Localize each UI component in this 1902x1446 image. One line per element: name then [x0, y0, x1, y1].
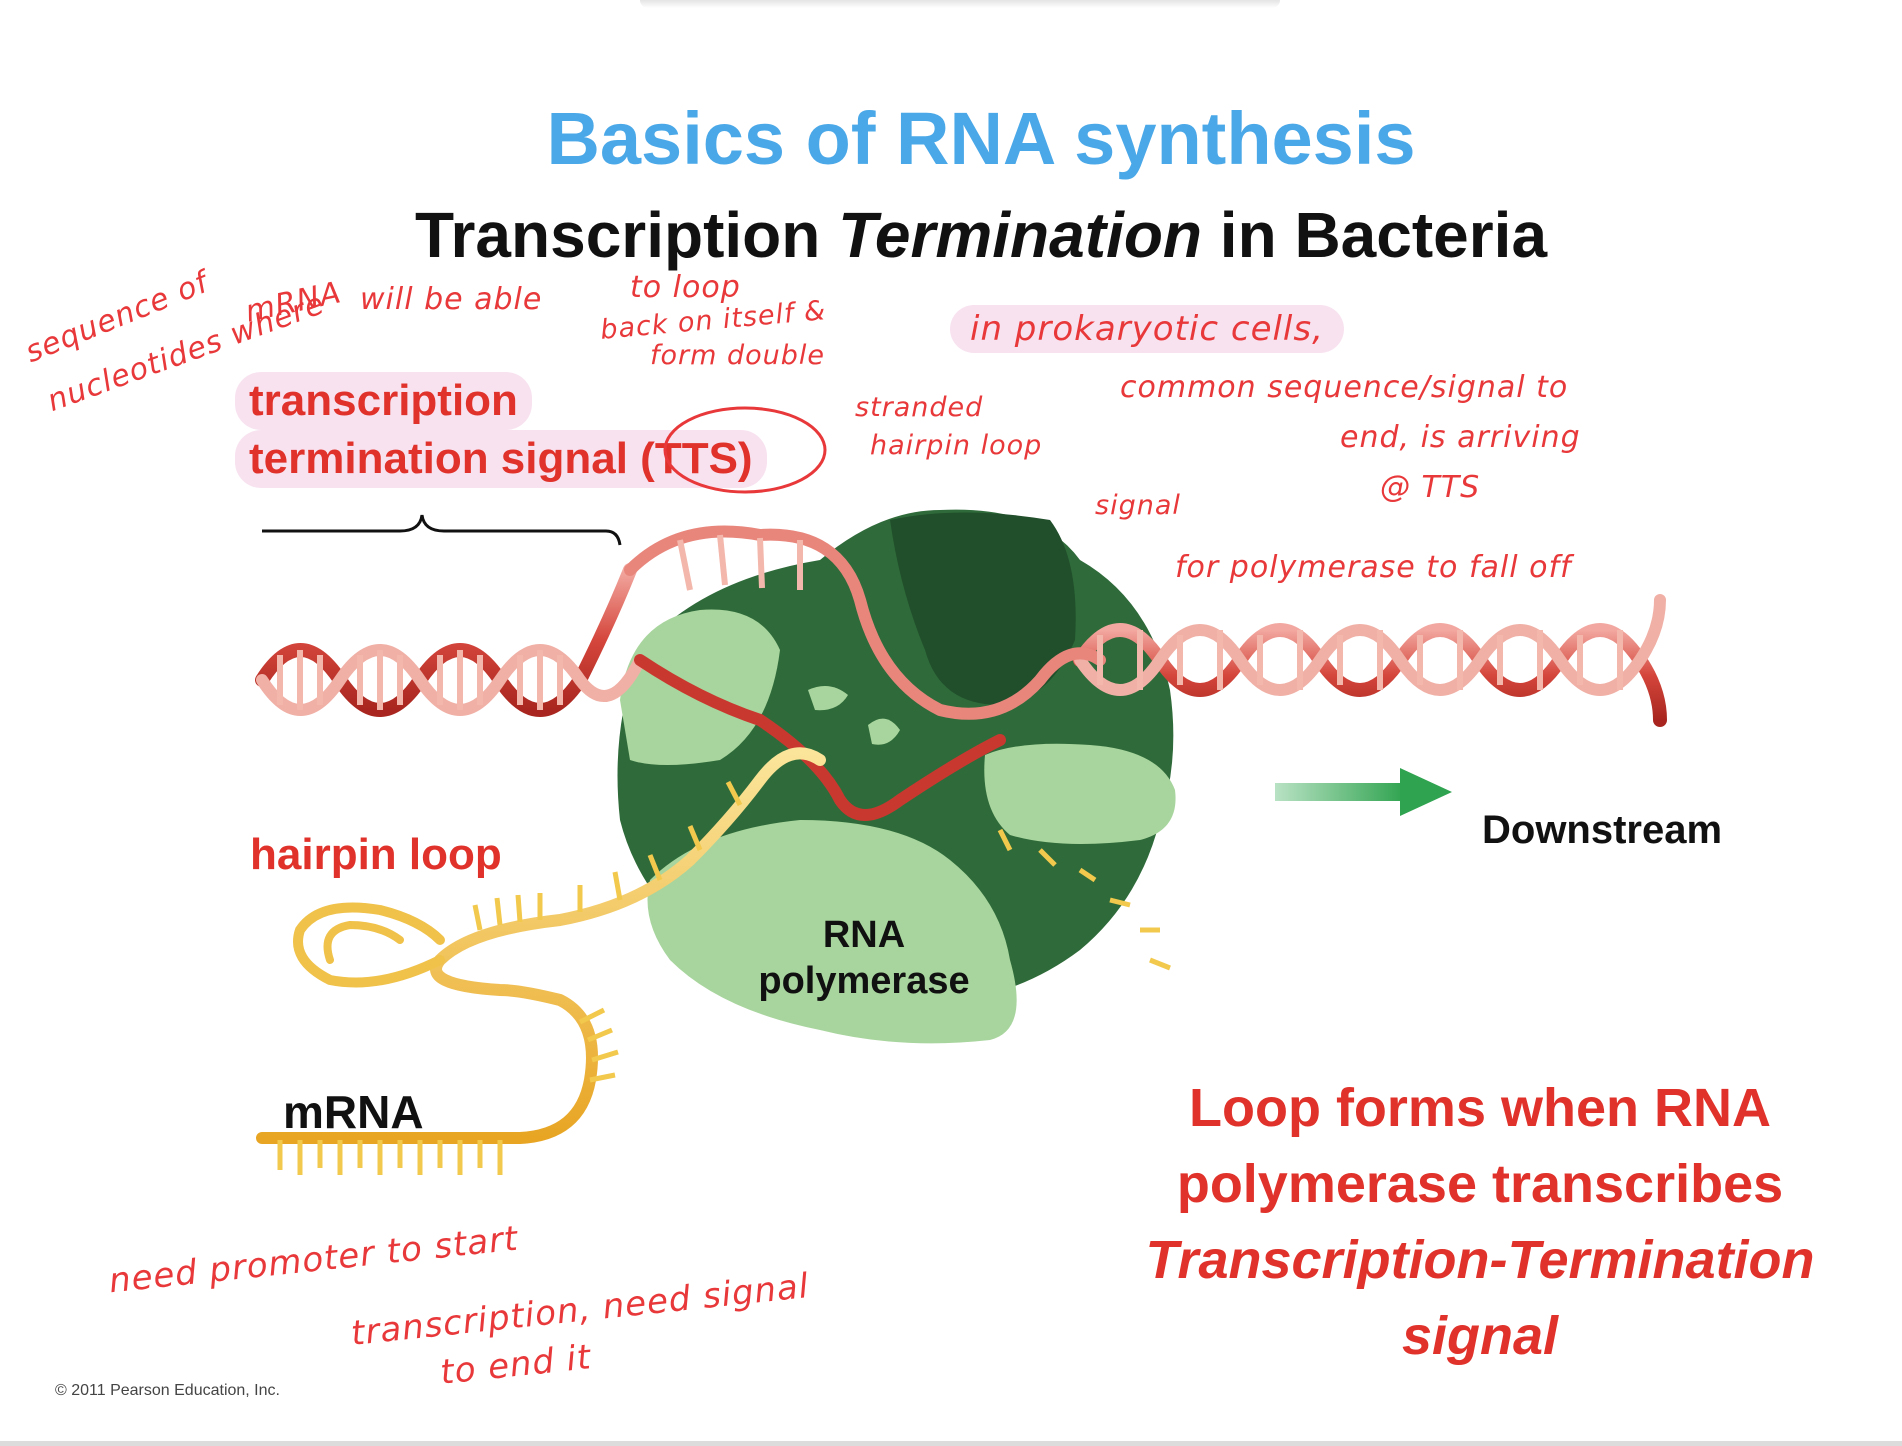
downstream-arrow — [1275, 768, 1452, 816]
mrna-bases — [277, 780, 1171, 1175]
rna-polymerase-shape — [617, 509, 1176, 1044]
rna-polymerase-label-line1: RNA — [822, 914, 906, 956]
note-common-sequence: common sequence/signal to — [1120, 370, 1569, 405]
downstream-label: Downstream — [1482, 808, 1723, 852]
note-at-tts: @ TTS — [1380, 470, 1481, 505]
subtitle-suffix: in Bacteria — [1202, 199, 1548, 271]
rna-polymerase-label-line2: polymerase — [758, 960, 970, 1002]
tts-label: transcription termination signal (TTS) — [235, 372, 767, 488]
slide-title: Basics of RNA synthesis — [0, 96, 1902, 181]
subtitle-italic: Termination — [838, 199, 1203, 271]
caption-line3: Transcription-Termination — [1145, 1230, 1815, 1290]
note-end-is-arriving: end, is arriving — [1340, 420, 1581, 455]
top-shadow — [640, 0, 1280, 8]
note-stranded: stranded — [855, 392, 984, 423]
note-signal: signal — [1095, 490, 1181, 521]
note-polymerase-fall-off: for polymerase to fall off — [1175, 550, 1572, 585]
copyright: © 2011 Pearson Education, Inc. — [55, 1382, 280, 1399]
tts-circle-mark — [663, 406, 827, 494]
slide-subtitle: Transcription Termination in Bacteria — [0, 198, 1902, 272]
hairpin-loop-label: hairpin loop — [250, 830, 502, 879]
tts-bracket — [262, 514, 622, 546]
caption-line1: Loop forms when RNA — [1189, 1078, 1771, 1138]
dna-base-pairs — [277, 534, 1623, 710]
note-prokaryotic: in prokaryotic cells, — [950, 305, 1344, 353]
note-form-double: form double — [650, 340, 826, 371]
note-to-loop: to loop — [630, 270, 741, 305]
slide-title-text: Basics of RNA synthesis — [546, 97, 1416, 180]
note-hairpin-loop: hairpin loop — [870, 430, 1043, 461]
caption-line2: polymerase transcribes — [1176, 1154, 1784, 1214]
bottom-border — [0, 1441, 1902, 1446]
tts-label-line1: transcription — [235, 372, 532, 430]
mrna-label: mRNA — [283, 1086, 424, 1138]
tts-label-line2: termination signal (TTS) — [235, 430, 767, 488]
note-will-be-able: will be able — [360, 282, 543, 317]
caption-line4: signal — [1401, 1306, 1559, 1366]
rna-polymerase-label: RNA polymerase — [744, 912, 984, 1004]
loop-caption: Loop forms when RNA polymerase transcrib… — [1120, 1070, 1840, 1374]
subtitle-prefix: Transcription — [414, 199, 839, 271]
